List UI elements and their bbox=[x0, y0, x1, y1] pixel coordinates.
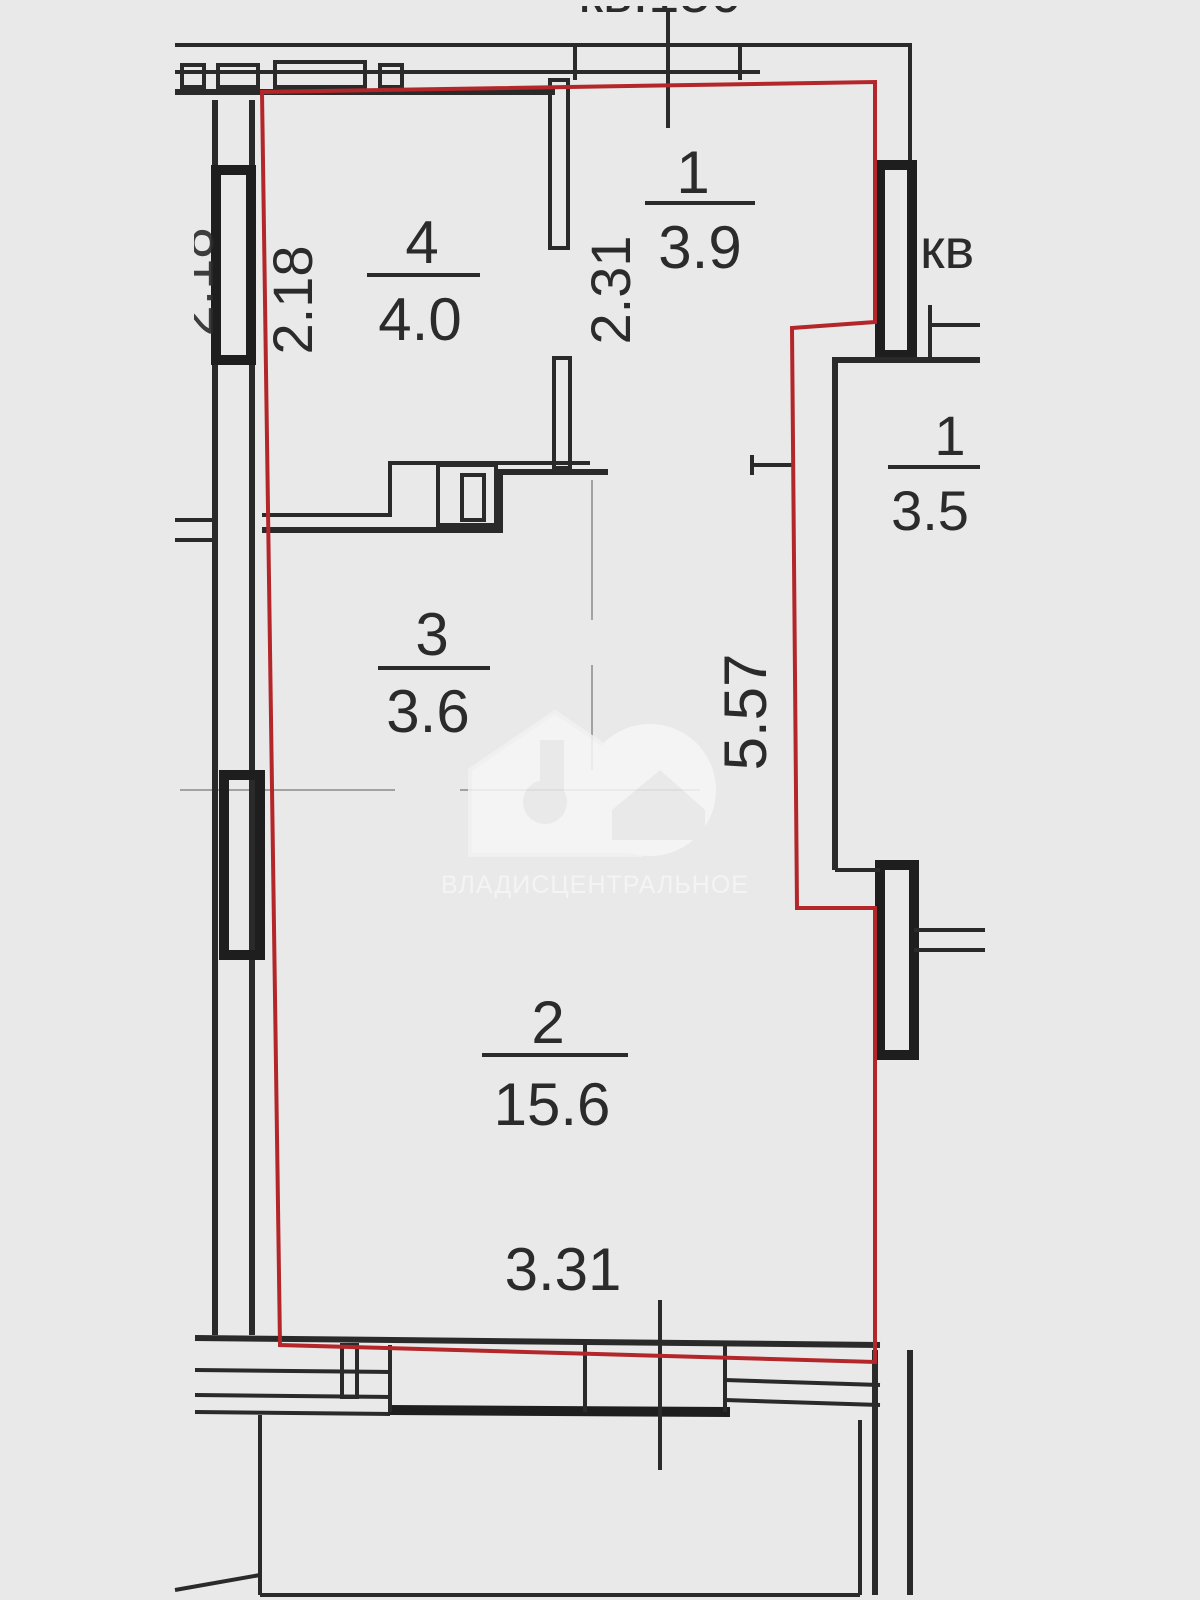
room-number: 3 bbox=[415, 601, 448, 668]
dimension-room-width: 3.31 bbox=[505, 1236, 622, 1303]
room-area: 4.0 bbox=[378, 286, 461, 353]
watermark-brand: ВЛАДИСЦЕНТРАЛЬНОЕ bbox=[441, 871, 749, 899]
room-label-3: 3 3.6 bbox=[378, 601, 490, 745]
bottom-wall bbox=[194, 1300, 881, 1597]
crop-mask-right bbox=[980, 260, 1200, 560]
dimension-hall-length: 5.57 bbox=[712, 654, 779, 771]
apartment-outline bbox=[259, 79, 877, 1365]
room-number: 1 bbox=[676, 139, 709, 206]
dimension-bathroom-width: 2.31 bbox=[579, 236, 642, 345]
crop-mask-top bbox=[560, 0, 780, 6]
room-number: 4 bbox=[405, 209, 438, 276]
watermark-house-icon bbox=[468, 709, 716, 857]
room-number: 2 bbox=[531, 989, 564, 1056]
room-number: 1 bbox=[934, 404, 965, 467]
room-area: 3.5 bbox=[891, 479, 969, 542]
right-walls bbox=[750, 160, 985, 1595]
room-label-1-top: 1 3.9 bbox=[645, 139, 755, 281]
bathroom-partitions bbox=[262, 78, 608, 533]
room-area: 3.6 bbox=[386, 678, 469, 745]
watermark: ВЛАДИСЦЕНТРАЛЬНОЕ bbox=[441, 709, 749, 899]
neighbor-apartment-label: кв bbox=[920, 217, 974, 280]
room-area: 3.9 bbox=[658, 214, 741, 281]
room-label-2: 2 15.6 bbox=[482, 989, 628, 1138]
room-label-1-neighbor: 1 3.5 bbox=[888, 404, 985, 542]
left-wall bbox=[174, 100, 265, 1592]
room-area: 15.6 bbox=[494, 1071, 611, 1138]
dimension-left-wall: 2.18 bbox=[261, 246, 324, 355]
crop-mask-left bbox=[170, 210, 194, 360]
room-label-4: 4 4.0 bbox=[367, 209, 480, 353]
